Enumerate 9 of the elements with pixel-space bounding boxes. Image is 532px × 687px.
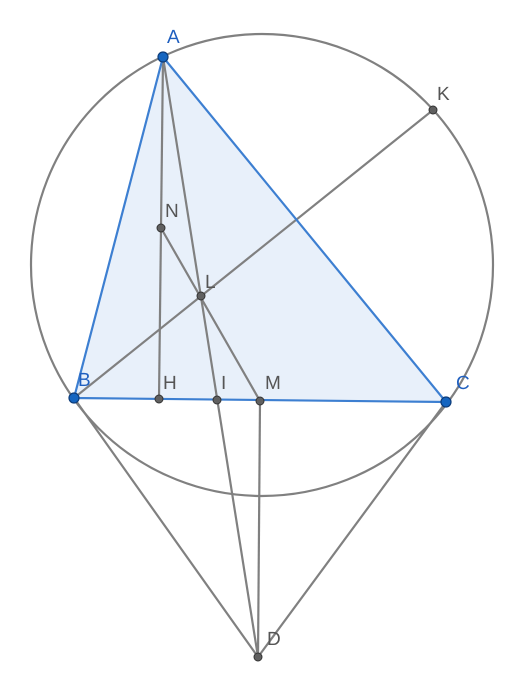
point-label: M xyxy=(265,373,281,394)
point-label: D xyxy=(267,629,281,650)
point-label: B xyxy=(78,370,91,391)
point-label: H xyxy=(163,373,177,394)
point-label: A xyxy=(167,27,180,48)
point-label: K xyxy=(437,84,450,105)
point-label: N xyxy=(165,201,179,222)
point-label: I xyxy=(221,373,226,394)
point-label: L xyxy=(205,272,216,293)
